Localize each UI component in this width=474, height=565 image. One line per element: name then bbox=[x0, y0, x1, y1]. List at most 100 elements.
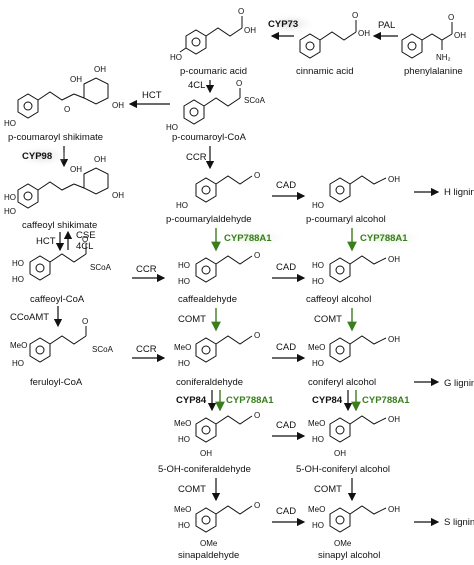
atom-ho: HO bbox=[4, 119, 16, 128]
caffeoyl-coa-structure: HO HO O SCoA bbox=[12, 235, 112, 284]
atom-ho: HO bbox=[312, 521, 324, 530]
atom-o: O bbox=[254, 411, 260, 420]
enzyme-cyp788a1-c: CYP788A1 bbox=[226, 395, 274, 406]
atom-ho: HO bbox=[170, 53, 182, 62]
label-caffeoyl-alcohol: caffeoyl alcohol bbox=[306, 294, 371, 305]
atom-oh: OH bbox=[388, 255, 400, 264]
enzyme-cad2: CAD bbox=[276, 262, 296, 273]
enzyme-hct1: HCT bbox=[142, 90, 162, 101]
enzyme-cyp84-b: CYP84 bbox=[312, 395, 343, 406]
atom-oh: OH bbox=[388, 415, 400, 424]
atom-oh: OH bbox=[388, 505, 400, 514]
label-caffealdehyde: caffealdehyde bbox=[178, 294, 237, 305]
atom-meo: MeO bbox=[308, 505, 325, 514]
label-coniferaldehyde: coniferaldehyde bbox=[176, 377, 243, 388]
atom-oh: OH bbox=[94, 155, 106, 164]
label-p-coumaryl-alcohol: p-coumaryl alcohol bbox=[306, 214, 386, 225]
label-caffeoyl-shikimate: caffeoyl shikimate bbox=[22, 220, 97, 231]
caffeoyl-alcohol-structure: HO HO OH bbox=[312, 255, 400, 286]
atom-ho: HO bbox=[12, 275, 24, 284]
atom-oh: OH bbox=[70, 75, 82, 84]
label-sinapaldehyde: sinapaldehyde bbox=[178, 550, 239, 561]
enzyme-cad5: CAD bbox=[276, 506, 296, 517]
label-h-lignin: H lignin bbox=[444, 187, 474, 198]
p-coumaric-acid-structure: HO O OH bbox=[170, 7, 256, 62]
atom-ho: HO bbox=[312, 201, 324, 210]
label-cinnamic-acid: cinnamic acid bbox=[296, 66, 354, 77]
atom-oh: OH bbox=[112, 101, 124, 110]
p-coumaroyl-shikimate-structure: HO OH OH OH O bbox=[4, 65, 124, 128]
label-caffeoyl-coa: caffeoyl-CoA bbox=[30, 294, 85, 305]
atom-oh: OH bbox=[244, 26, 256, 35]
atom-scoa: SCoA bbox=[90, 263, 112, 272]
label-p-coumaric-acid: p-coumaric acid bbox=[180, 66, 247, 77]
coniferaldehyde-structure: MeO HO O bbox=[174, 331, 260, 368]
label-phenylalanine: phenylalanine bbox=[404, 66, 463, 77]
sinapaldehyde-structure: MeO HO OMe O bbox=[174, 501, 260, 548]
atom-o: O bbox=[82, 235, 88, 244]
enzyme-pal: PAL bbox=[378, 20, 395, 31]
enzyme-ccoamt: CCoAMT bbox=[10, 312, 49, 323]
atom-ho: HO bbox=[178, 435, 190, 444]
atom-o: O bbox=[254, 171, 260, 180]
atom-ho: HO bbox=[166, 123, 178, 132]
enzyme-cad1: CAD bbox=[276, 180, 296, 191]
atom-oh: OH bbox=[94, 65, 106, 74]
atom-meo: MeO bbox=[308, 343, 325, 352]
oh-coniferaldehyde-structure: MeO HO OH O bbox=[174, 411, 260, 458]
enzyme-cyp84-a: CYP84 bbox=[176, 395, 207, 406]
atom-ho: HO bbox=[176, 201, 188, 210]
enzyme-ccr3: CCR bbox=[136, 344, 157, 355]
atom-o: O bbox=[236, 79, 242, 88]
caffealdehyde-structure: HO HO O bbox=[178, 251, 260, 286]
atom-ho: HO bbox=[4, 207, 16, 216]
label-s-lignin: S lignin bbox=[444, 517, 474, 528]
label-p-coumaroyl-coa: p-coumaroyl-CoA bbox=[172, 132, 247, 143]
label-sinapyl-alcohol: sinapyl alcohol bbox=[318, 550, 380, 561]
atom-ome: OMe bbox=[200, 539, 218, 548]
atom-ho: HO bbox=[312, 277, 324, 286]
atom-ho: HO bbox=[312, 261, 324, 270]
atom-meo: MeO bbox=[174, 343, 191, 352]
enzyme-cyp788a1-d: CYP788A1 bbox=[362, 395, 410, 406]
enzyme-4cl: 4CL bbox=[188, 80, 205, 91]
phenylalanine-structure: O OH NH₂ bbox=[401, 13, 466, 62]
atom-oh: OH bbox=[112, 191, 124, 200]
label-g-lignin: G lignin bbox=[444, 378, 474, 389]
feruloyl-coa-structure: MeO HO O SCoA bbox=[10, 317, 114, 368]
atom-oh: OH bbox=[200, 449, 212, 458]
enzyme-cad3: CAD bbox=[276, 342, 296, 353]
atom-scoa: SCoA bbox=[244, 96, 266, 105]
cyp73-highlight bbox=[264, 13, 316, 35]
enzyme-ccr2: CCR bbox=[136, 264, 157, 275]
atom-ho: HO bbox=[178, 359, 190, 368]
atom-meo: MeO bbox=[174, 505, 191, 514]
enzyme-comt2: COMT bbox=[314, 314, 342, 325]
label-feruloyl-coa: feruloyl-CoA bbox=[30, 377, 83, 388]
sinapyl-alcohol-structure: MeO HO OMe OH bbox=[308, 505, 400, 548]
coniferyl-alcohol-structure: MeO HO OH bbox=[308, 335, 400, 368]
enzyme-hct2: HCT bbox=[36, 236, 56, 247]
atom-ho: HO bbox=[12, 359, 24, 368]
atom-ho: HO bbox=[312, 435, 324, 444]
atom-o: O bbox=[82, 317, 88, 326]
atom-nh2: NH₂ bbox=[436, 53, 451, 62]
atom-o: O bbox=[254, 331, 260, 340]
atom-ho: HO bbox=[178, 277, 190, 286]
atom-ho: HO bbox=[4, 193, 16, 202]
atom-o: O bbox=[448, 13, 454, 22]
atom-ho: HO bbox=[178, 521, 190, 530]
enzyme-cse: CSE bbox=[76, 230, 96, 241]
atom-ho: HO bbox=[12, 259, 24, 268]
enzyme-ccr1: CCR bbox=[186, 152, 207, 163]
label-p-coumaroyl-shikimate: p-coumaroyl shikimate bbox=[8, 132, 103, 143]
atom-oh: OH bbox=[388, 335, 400, 344]
caffeoyl-shikimate-structure: HO HO OH OH OH bbox=[4, 155, 124, 216]
atom-scoa: SCoA bbox=[92, 345, 114, 354]
atom-meo: MeO bbox=[308, 419, 325, 428]
cinnamic-acid-structure: O OH bbox=[299, 11, 370, 59]
enzyme-cyp73: CYP73 bbox=[268, 19, 298, 30]
p-coumaroyl-coa-structure: HO O SCoA bbox=[166, 79, 266, 132]
